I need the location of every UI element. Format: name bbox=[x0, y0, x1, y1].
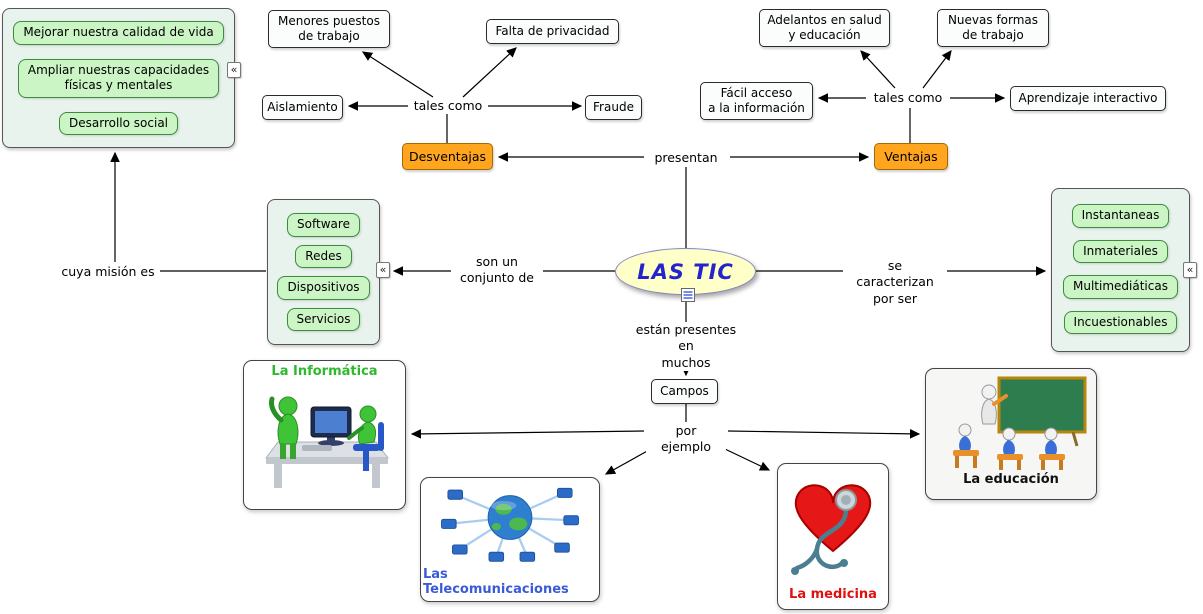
mission-item[interactable]: Ampliar nuestras capacidades físicas y m… bbox=[17, 58, 220, 98]
educacion-image bbox=[953, 376, 1087, 470]
node-adelantos-salud[interactable]: Adelantos en salud y educación bbox=[759, 9, 890, 47]
node-menores-puestos[interactable]: Menores puestos de trabajo bbox=[268, 10, 390, 48]
node-falta-privacidad[interactable]: Falta de privacidad bbox=[486, 19, 619, 44]
conjunto-item[interactable]: Dispositivos bbox=[277, 276, 370, 300]
informatica-title: La Informática bbox=[271, 364, 378, 379]
conjunto-item[interactable]: Software bbox=[287, 213, 360, 237]
example-informatica-panel[interactable]: La Informática bbox=[243, 360, 406, 510]
node-aislamiento[interactable]: Aislamiento bbox=[262, 95, 343, 120]
caracteristicas-group-container[interactable]: Instantaneas Inmateriales Multimediática… bbox=[1051, 188, 1190, 352]
conjunto-item[interactable]: Servicios bbox=[286, 307, 361, 332]
caracteristica-item[interactable]: Instantaneas bbox=[1071, 204, 1170, 228]
node-fraude[interactable]: Fraude bbox=[585, 95, 642, 120]
caracteristica-item[interactable]: Multimediáticas bbox=[1063, 275, 1178, 299]
mission-item[interactable]: Desarrollo social bbox=[59, 111, 178, 136]
node-facil-acceso[interactable]: Fácil acceso a la información bbox=[700, 82, 813, 120]
resource-icon[interactable] bbox=[681, 287, 695, 302]
link-se-caracterizan[interactable]: se caracterizan por ser bbox=[845, 258, 945, 307]
conjunto-group-container[interactable]: Software Redes Dispositivos Servicios bbox=[267, 199, 380, 345]
collapse-chevron-icon[interactable]: « bbox=[376, 262, 390, 278]
node-nuevas-formas[interactable]: Nuevas formas de trabajo bbox=[937, 9, 1049, 47]
link-tales-como-right[interactable]: tales como bbox=[868, 90, 948, 107]
educacion-title: La educación bbox=[963, 472, 1059, 487]
node-ventajas[interactable]: Ventajas bbox=[874, 143, 948, 170]
caracteristica-item[interactable]: Inmateriales bbox=[1073, 239, 1168, 264]
informatica-image bbox=[264, 396, 389, 488]
link-cuya-mision[interactable]: cuya misión es bbox=[58, 264, 158, 281]
link-por-ejemplo[interactable]: por ejemplo bbox=[646, 423, 726, 456]
link-tales-como-left[interactable]: tales como bbox=[408, 98, 488, 115]
collapse-chevron-icon[interactable]: « bbox=[227, 62, 241, 78]
example-educacion-panel[interactable]: La educación bbox=[925, 368, 1097, 500]
center-concept-las-tic[interactable]: LAS TIC bbox=[615, 248, 756, 295]
example-medicina-panel[interactable]: La medicina bbox=[777, 463, 889, 610]
collapse-chevron-icon[interactable]: « bbox=[1183, 262, 1197, 278]
medicina-title: La medicina bbox=[789, 587, 877, 602]
node-aprendizaje-interactivo[interactable]: Aprendizaje interactivo bbox=[1010, 86, 1166, 111]
caracteristica-item[interactable]: Incuestionables bbox=[1063, 310, 1178, 335]
mission-group-container[interactable]: Mejorar nuestra calidad de vida Ampliar … bbox=[2, 8, 235, 148]
link-presentan[interactable]: presentan bbox=[646, 150, 726, 167]
node-campos[interactable]: Campos bbox=[651, 379, 718, 404]
node-desventajas[interactable]: Desventajas bbox=[402, 143, 493, 170]
link-son-un-conjunto[interactable]: son un conjunto de bbox=[452, 254, 542, 287]
mission-item[interactable]: Mejorar nuestra calidad de vida bbox=[13, 21, 224, 45]
telecomunicaciones-title: Las Telecomunicaciones bbox=[423, 566, 569, 598]
medicina-image bbox=[791, 484, 872, 575]
link-estan-presentes[interactable]: están presentes en muchos bbox=[626, 322, 746, 371]
example-telecomunicaciones-panel[interactable]: Las Telecomunicaciones bbox=[420, 477, 600, 602]
telecomunicaciones-image bbox=[441, 487, 579, 562]
conjunto-item[interactable]: Redes bbox=[295, 244, 352, 269]
